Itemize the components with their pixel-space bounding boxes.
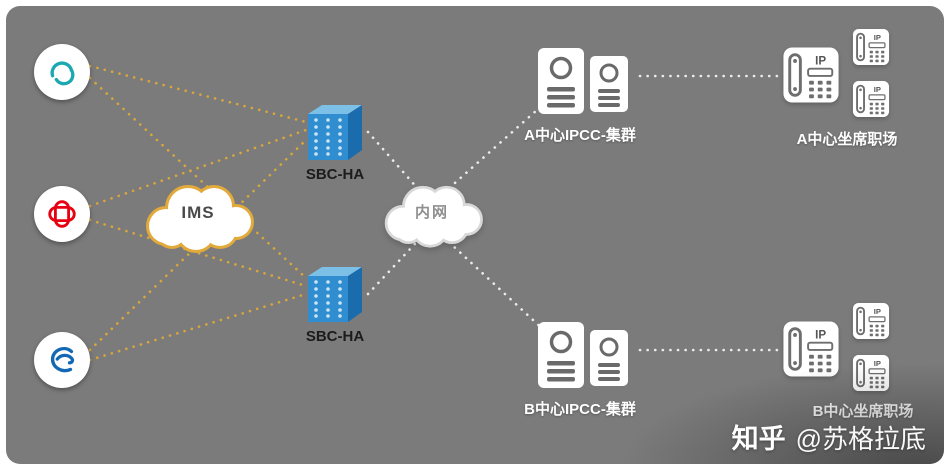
workplace-b-label: B中心坐席职场	[812, 403, 914, 420]
link-telecom-sbc-bottom	[88, 292, 308, 362]
china-telecom-node	[34, 332, 90, 388]
ims-label: IMS	[181, 203, 215, 222]
link-sbc-bottom-intranet	[366, 230, 428, 296]
sbc-ha-top-icon	[304, 102, 366, 162]
sbc-ha-top-label: SBC-HA	[305, 166, 365, 183]
china-mobile-node	[34, 44, 90, 100]
sbc-ha-bottom-icon	[304, 264, 366, 324]
ip-phone-icon	[852, 354, 890, 392]
workplace-a-label: A中心坐席职场	[796, 131, 898, 148]
link-intranet-cluster-b	[436, 230, 548, 334]
intranet-cloud: 内网	[372, 174, 492, 254]
ip-phone-icon	[852, 80, 890, 118]
ipcc-cluster-b-label: B中心IPCC-集群	[524, 401, 636, 418]
connection-lines	[88, 64, 780, 362]
carrier-links	[88, 64, 308, 362]
link-sbc-top-intranet	[366, 130, 428, 200]
network-architecture-diagram: IMS 内网 SBC-HA SBC-HA A中心IPCC-集群 B中心IPCC-…	[6, 6, 944, 464]
ip-phone-icon	[782, 320, 840, 378]
watermark: 知乎 @苏格拉底	[732, 417, 926, 456]
china-telecom-logo-icon	[50, 347, 75, 373]
intranet-label: 内网	[414, 203, 449, 221]
china-unicom-node	[34, 186, 90, 242]
link-mobile-sbc-top	[88, 64, 308, 124]
link-intranet-cluster-a	[436, 100, 548, 200]
ipcc-cluster-a-icon	[524, 46, 636, 118]
link-unicom-sbc-bottom	[88, 218, 308, 288]
ip-phone-icon	[782, 46, 840, 104]
link-telecom-sbc-top	[88, 138, 308, 352]
china-mobile-logo-icon	[50, 61, 75, 86]
ipcc-cluster-a-label: A中心IPCC-集群	[524, 127, 636, 144]
china-unicom-logo-icon	[48, 200, 76, 228]
internal-links	[366, 74, 780, 352]
ims-cloud: IMS	[132, 172, 264, 260]
watermark-handle: @苏格拉底	[795, 424, 926, 454]
ip-phone-icon	[852, 302, 890, 340]
ip-phone-icon	[852, 28, 890, 66]
link-unicom-sbc-top	[88, 128, 308, 208]
sbc-ha-bottom-label: SBC-HA	[305, 328, 365, 345]
ipcc-cluster-b-icon	[524, 320, 636, 392]
zhihu-logo: 知乎	[731, 424, 786, 454]
